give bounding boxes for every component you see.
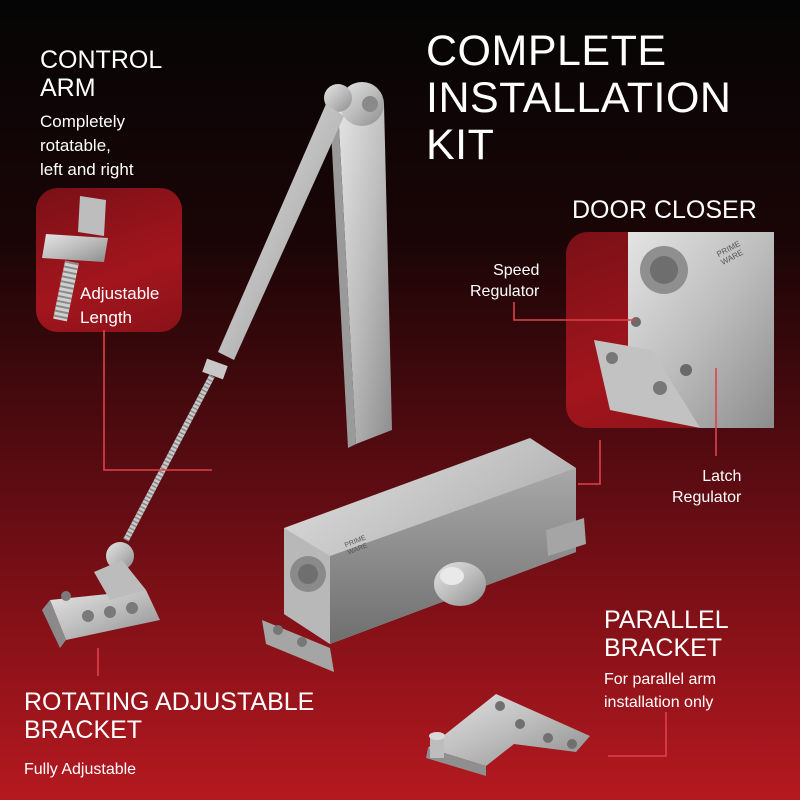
speed-line2: Regulator xyxy=(470,283,540,300)
control-arm-desc-line3: left and right xyxy=(40,160,134,179)
latch-regulator-label: Latch Regulator xyxy=(672,466,741,508)
rotating-bracket-image xyxy=(42,560,160,648)
control-arm-title: CONTROL ARM xyxy=(40,46,162,102)
latch-line2: Regulator xyxy=(672,489,742,506)
parallel-title-line1: PARALLEL xyxy=(604,606,729,634)
parallel-desc-line1: For parallel arm xyxy=(604,671,717,688)
page-title: COMPLETE INSTALLATION KIT xyxy=(426,28,731,169)
parallel-bracket-image xyxy=(426,694,590,776)
title-line1: COMPLETE xyxy=(426,27,667,75)
control-arm-desc-line1: Completely xyxy=(40,112,126,131)
title-line2: INSTALLATION xyxy=(426,74,732,122)
rotating-bracket-title: ROTATING ADJUSTABLE BRACKET xyxy=(24,688,314,744)
door-closer-title: DOOR CLOSER xyxy=(572,196,757,224)
adjustable-length-label: Adjustable Length xyxy=(80,282,159,330)
rotating-bracket-description: Fully Adjustable xyxy=(24,761,137,778)
rotating-title-line2: BRACKET xyxy=(24,716,143,744)
control-arm-desc-line2: rotatable, xyxy=(40,136,111,155)
control-arm xyxy=(106,82,392,570)
parallel-bracket-title: PARALLEL BRACKET xyxy=(604,606,729,662)
control-arm-title-line1: CONTROL xyxy=(40,46,163,74)
door-closer-body xyxy=(262,438,586,672)
latch-line1: Latch xyxy=(702,468,742,485)
speed-regulator-label: Speed Regulator xyxy=(470,260,539,302)
rotating-title-line1: ROTATING ADJUSTABLE xyxy=(24,688,315,716)
parallel-title-line2: BRACKET xyxy=(604,634,723,662)
adjustable-line1: Adjustable xyxy=(80,284,160,303)
speed-line1: Speed xyxy=(493,262,540,279)
control-arm-title-line2: ARM xyxy=(40,74,96,102)
threaded-rod-detail xyxy=(42,196,108,322)
control-arm-description: Completely rotatable, left and right xyxy=(40,110,134,182)
closer-closeup-detail xyxy=(594,232,774,428)
parallel-desc-line2: installation only xyxy=(604,694,714,711)
parallel-bracket-description: For parallel arm installation only xyxy=(604,668,716,714)
title-line3: KIT xyxy=(426,121,495,169)
callout-lines xyxy=(97,302,717,757)
adjustable-line2: Length xyxy=(80,308,132,327)
